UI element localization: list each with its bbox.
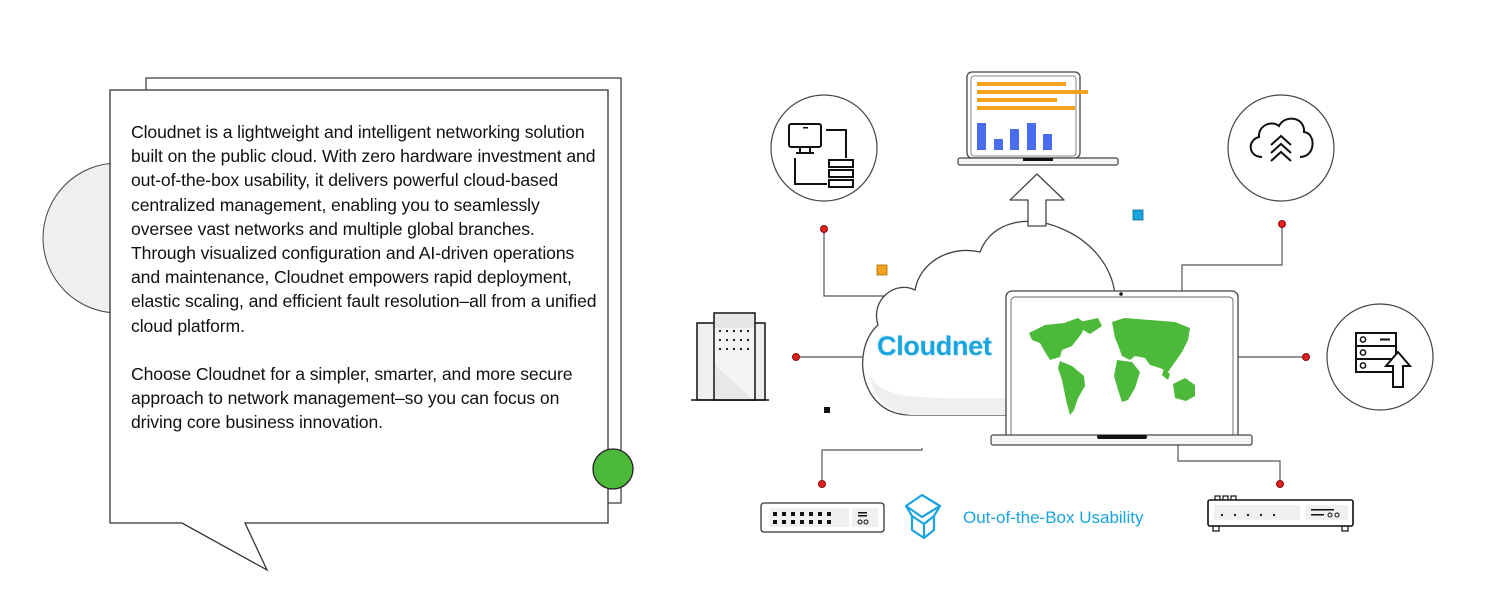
dashboard-laptop-icon <box>957 71 1119 166</box>
open-box-icon <box>904 493 942 540</box>
dashboard-bars-vertical <box>977 123 1052 150</box>
dashboard-bars-horizontal <box>977 82 1088 110</box>
green-dot <box>592 448 634 490</box>
speech-bubble <box>109 89 609 572</box>
office-building-icon <box>691 312 769 401</box>
cloudnet-brand-label: Cloudnet <box>877 331 992 361</box>
connector-dot <box>1278 220 1286 228</box>
server-upgrade-icon <box>1326 303 1434 411</box>
description-paragraph-2: Choose Cloudnet for a simpler, smarter, … <box>131 363 573 433</box>
connector-dot <box>818 480 826 488</box>
connector-dot <box>820 225 828 233</box>
network-switch-icon <box>760 502 885 533</box>
world-map-laptop-icon <box>990 290 1253 446</box>
decorative-black-square <box>824 407 830 413</box>
world-map <box>1029 318 1195 415</box>
connector-dot <box>792 353 800 361</box>
cloud-upload-icon <box>1227 94 1335 202</box>
connector-dots <box>792 220 1310 488</box>
description-text: Cloudnet is a lightweight and intelligen… <box>131 120 601 434</box>
speech-bubble-graphic <box>42 77 634 572</box>
network-topology-icon <box>770 94 878 202</box>
connector-dot <box>1276 480 1284 488</box>
upload-arrow-icon <box>1009 173 1065 227</box>
decorative-blue-square <box>1132 209 1144 221</box>
connector-dot <box>1302 353 1310 361</box>
cloud-shading <box>870 375 1010 415</box>
description-paragraph-1: Cloudnet is a lightweight and intelligen… <box>131 122 597 336</box>
out-of-box-usability-label: Out-of-the-Box Usability <box>963 508 1144 527</box>
decorative-orange-square <box>876 264 888 276</box>
router-icon <box>1207 495 1354 532</box>
connector-lines <box>796 225 1306 484</box>
